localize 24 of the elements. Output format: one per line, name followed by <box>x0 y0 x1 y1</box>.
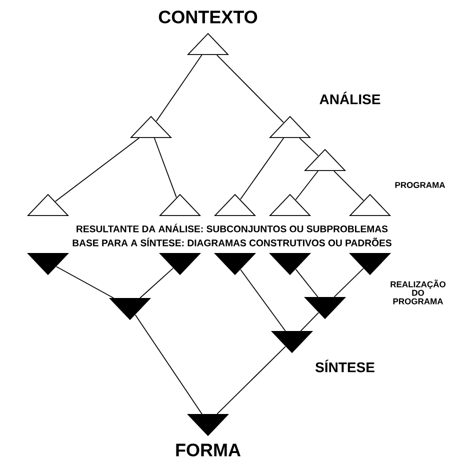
connector-line <box>240 269 286 332</box>
connector-line <box>216 346 286 414</box>
label-text: RESULTANTE DA ANÁLISE: SUBCONJUNTOS OU SUBPROBLEMAS <box>76 224 388 232</box>
label-text: PROGRAMA <box>395 182 446 188</box>
label-text: SÍNTESE <box>315 360 374 372</box>
label-text: REALIZAÇÃO DO PROGRAMA <box>390 280 446 304</box>
connector-line <box>56 266 114 298</box>
connector-line <box>240 138 284 200</box>
connector-line <box>54 138 140 202</box>
connector-line <box>156 54 202 122</box>
stage-title: FORMA <box>176 444 241 456</box>
label-text: BASE PARA A SÍNTESE: DIAGRAMAS CONSTRUTIVOS OU PADRÕES <box>72 238 392 246</box>
connector-line <box>334 170 364 201</box>
label-text: ANÁLISE <box>320 92 380 104</box>
connector-line <box>140 268 174 298</box>
connector-line <box>216 54 284 123</box>
connector-line <box>295 268 318 298</box>
connector-line <box>334 268 364 298</box>
connector-line <box>134 314 202 414</box>
connector-line <box>300 312 319 332</box>
connector-line <box>299 138 319 156</box>
connector-line <box>154 138 177 198</box>
stage-title: CONTEXTO <box>158 10 258 24</box>
connector-line <box>295 170 318 200</box>
